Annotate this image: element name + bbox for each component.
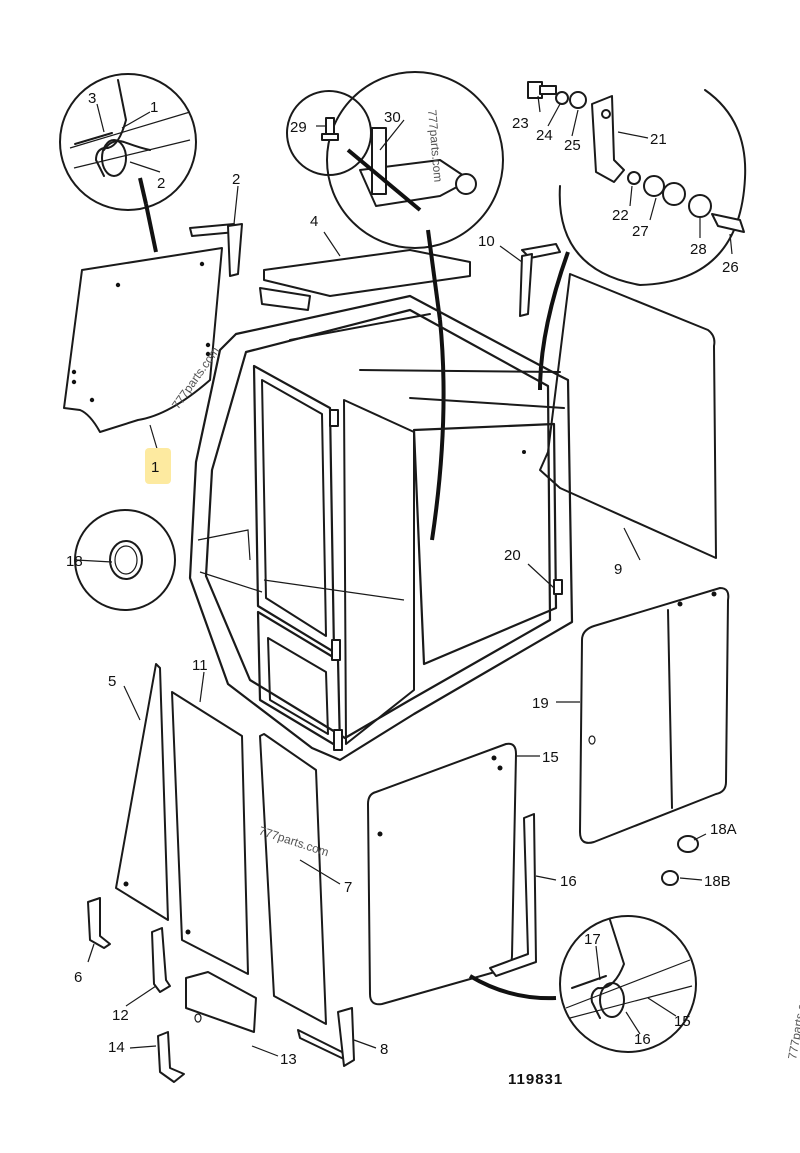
callout-23: 23 xyxy=(512,115,529,132)
watermark: 777parts.com xyxy=(785,986,800,1060)
detail-circle-bracket xyxy=(527,81,747,391)
glass-panel-9 xyxy=(522,273,717,561)
callout-15-detail: 15 xyxy=(674,1013,691,1030)
callout-27: 27 xyxy=(632,223,649,240)
callout-25: 25 xyxy=(564,137,581,154)
callout-21: 21 xyxy=(650,131,667,148)
seal-strip-10 xyxy=(519,243,561,317)
seal-strip-2 xyxy=(189,185,243,277)
callout-6: 6 xyxy=(74,969,82,986)
roof-panel-4 xyxy=(259,231,471,311)
callout-20: 20 xyxy=(504,547,521,564)
seal-14 xyxy=(157,1031,185,1083)
plug-18a xyxy=(677,835,699,853)
callout-3: 3 xyxy=(88,90,96,107)
callout-16-detail: 16 xyxy=(634,1031,651,1048)
callout-labels: 1 1 2 2 3 4 5 6 7 8 9 10 11 12 13 14 15 … xyxy=(66,90,739,1068)
callout-1-detail: 1 xyxy=(150,99,158,116)
callout-14: 14 xyxy=(108,1039,125,1056)
detail-circle-18 xyxy=(74,509,176,611)
drawing-number: 119831 xyxy=(508,1071,563,1088)
callout-4: 4 xyxy=(310,213,318,230)
callout-12: 12 xyxy=(112,1007,129,1024)
callout-29: 29 xyxy=(290,119,307,136)
detail-circle-seal-bottom xyxy=(468,915,697,1053)
door-panel-15 xyxy=(367,742,517,1006)
glass-panel-11 xyxy=(171,691,249,975)
callout-5: 5 xyxy=(108,673,116,690)
seal-8 xyxy=(297,1007,355,1067)
callout-15: 15 xyxy=(542,749,559,766)
callout-19: 19 xyxy=(532,695,549,712)
callout-10: 10 xyxy=(478,233,495,250)
detail-circle-latch xyxy=(286,71,504,541)
glass-panel-1 xyxy=(63,247,223,453)
seal-12 xyxy=(151,927,171,993)
callout-16: 16 xyxy=(560,873,577,890)
detail-circle-seal-top xyxy=(59,73,197,253)
callout-26: 26 xyxy=(722,259,739,276)
callout-7: 7 xyxy=(344,879,352,896)
callout-18b: 18B xyxy=(704,873,731,890)
cab-frame xyxy=(188,294,574,762)
callout-1: 1 xyxy=(151,459,159,476)
callout-8: 8 xyxy=(380,1041,388,1058)
callout-22: 22 xyxy=(612,207,629,224)
callout-17: 17 xyxy=(584,931,601,948)
glass-panel-7 xyxy=(259,733,327,1025)
glass-panel-5 xyxy=(115,663,169,921)
seal-16 xyxy=(489,813,537,977)
watermark: 777parts.com xyxy=(425,109,445,183)
callout-2: 2 xyxy=(232,171,240,188)
callout-18a: 18A xyxy=(710,821,737,838)
highlight-box xyxy=(145,448,171,484)
callout-30: 30 xyxy=(384,109,401,126)
plug-18b xyxy=(661,870,679,886)
callout-2-detail: 2 xyxy=(157,175,165,192)
callout-24: 24 xyxy=(536,127,553,144)
door-panel-19 xyxy=(579,587,730,844)
callout-9: 9 xyxy=(614,561,622,578)
leader-lines xyxy=(75,95,733,1057)
callout-13: 13 xyxy=(280,1051,297,1068)
callout-11: 11 xyxy=(192,657,208,674)
callout-18: 18 xyxy=(66,553,83,570)
seal-6 xyxy=(87,897,111,949)
glass-panel-13 xyxy=(185,971,257,1033)
callout-28: 28 xyxy=(690,241,707,258)
